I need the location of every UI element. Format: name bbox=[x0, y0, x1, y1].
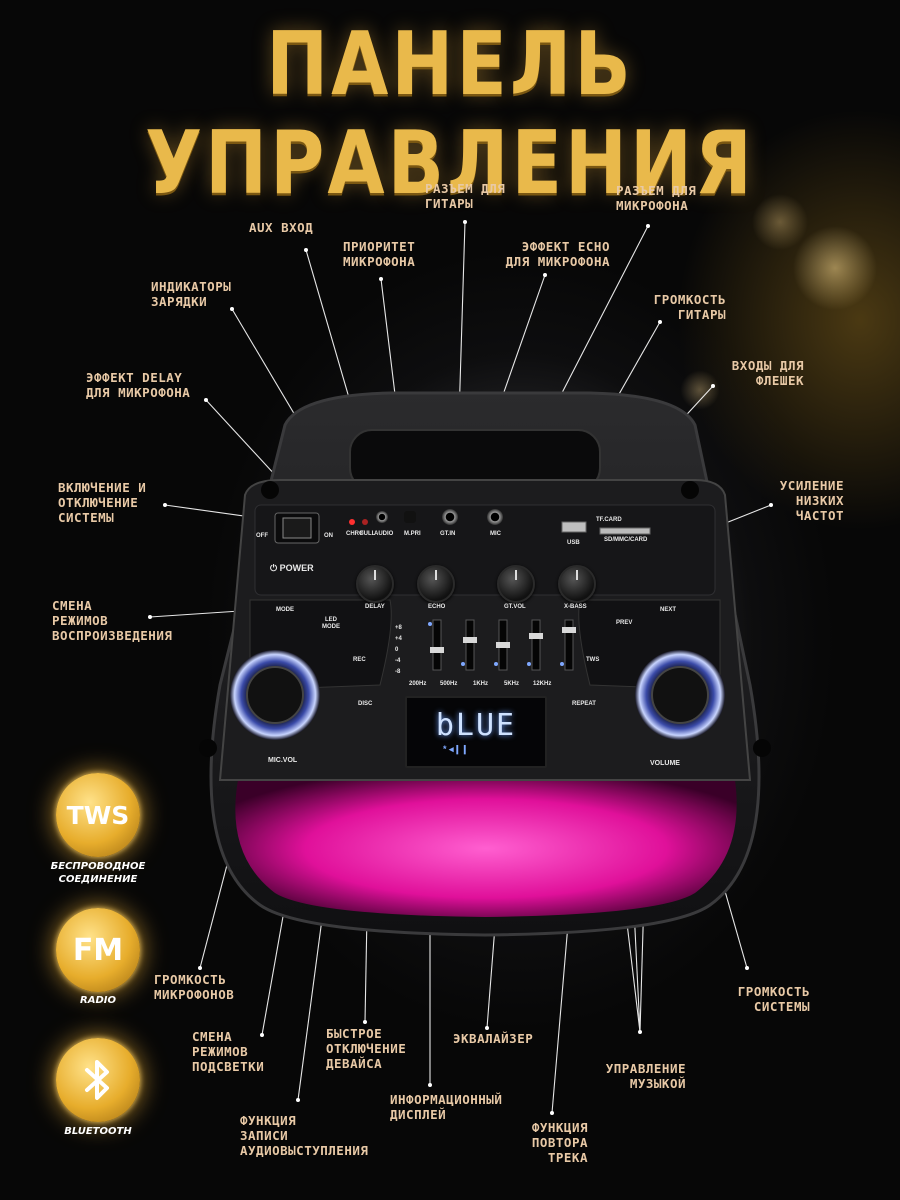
xbass-label: X-BASS bbox=[564, 604, 587, 610]
label-charge: ИНДИКАТОРЫ ЗАРЯДКИ bbox=[151, 279, 232, 309]
label-usb: ВХОДЫ ДЛЯ ФЛЕШЕК bbox=[731, 358, 804, 388]
label-delay: ЭФФЕКТ DELAY ДЛЯ МИКРОФОНА bbox=[86, 370, 191, 400]
audio-label: AUDIO bbox=[374, 531, 394, 537]
mpri-label: M.PRI bbox=[404, 531, 421, 537]
chrg-label: CHRG bbox=[346, 531, 364, 537]
tws-caption: БЕСПРОВОДНОЕ СОЕДИНЕНИЕ bbox=[50, 861, 146, 885]
eq-band-500: 500Hz bbox=[440, 681, 458, 687]
tws-badge: TWS bbox=[56, 773, 140, 857]
page-title: ПАНЕЛЬ УПРАВЛЕНИЯ bbox=[145, 13, 755, 215]
eq-band-1k: 1KHz bbox=[473, 681, 489, 687]
label-aux: AUX ВХОД bbox=[249, 220, 314, 235]
eq-scale-m4: -4 bbox=[395, 658, 401, 664]
eq-scale-m8: -8 bbox=[395, 669, 401, 675]
repeat-button[interactable]: REPEAT bbox=[572, 701, 596, 707]
bass-knob[interactable] bbox=[558, 565, 596, 603]
aux-jack[interactable] bbox=[376, 511, 388, 523]
eq-band-200: 200Hz bbox=[409, 681, 427, 687]
eq-scale-p8: +8 bbox=[395, 625, 402, 631]
mic-label: MIC bbox=[490, 531, 501, 537]
label-bass: УСИЛЕНИЕ НИЗКИХ ЧАСТОТ bbox=[779, 478, 844, 523]
tws-text: TWS bbox=[66, 800, 130, 830]
off-label: OFF bbox=[256, 533, 268, 539]
guitar-jack[interactable] bbox=[442, 509, 458, 525]
label-guitar-jack: РАЗЪЕМ ДЛЯ ГИТАРЫ bbox=[425, 181, 506, 211]
mode-button[interactable]: MODE bbox=[276, 607, 294, 613]
delay-knob[interactable] bbox=[356, 565, 394, 603]
rec-button[interactable]: REC bbox=[353, 657, 366, 663]
label-guitar-volume: ГРОМКОСТЬ ГИТАРЫ bbox=[653, 292, 726, 322]
echo-knob[interactable] bbox=[417, 565, 455, 603]
gtvol-label: GT.VOL bbox=[504, 604, 526, 610]
disc-button[interactable]: DISC bbox=[358, 701, 373, 707]
speaker-body bbox=[199, 391, 771, 937]
label-system-volume: ГРОМКОСТЬ СИСТЕМЫ bbox=[737, 984, 810, 1014]
eq-scale-p4: +4 bbox=[395, 636, 402, 642]
tws-button[interactable]: TWS bbox=[586, 657, 600, 663]
bluetooth-caption: BLUETOOTH bbox=[64, 1126, 132, 1137]
eq-band-5k: 5KHz bbox=[504, 681, 520, 687]
label-music-control: УПРАВЛЕНИЕ МУЗЫКОЙ bbox=[605, 1061, 686, 1091]
mic-priority-button[interactable] bbox=[404, 511, 416, 523]
micvol-label: MIC.VOL bbox=[268, 757, 298, 764]
on-label: ON bbox=[324, 533, 333, 539]
display-text: bLUE bbox=[435, 708, 517, 743]
full-label: FULL bbox=[360, 531, 376, 537]
label-equalizer: ЭКВАЛАЙЗЕР bbox=[453, 1031, 534, 1046]
label-mic-priority: ПРИОРИТЕТ МИКРОФОНА bbox=[343, 239, 416, 269]
power-icon: ⏻ bbox=[270, 563, 280, 573]
label-mic-jack: РАЗЪЕМ ДЛЯ МИКРОФОНА bbox=[616, 183, 697, 213]
next-button[interactable]: NEXT bbox=[660, 607, 677, 613]
mic-jack[interactable] bbox=[487, 509, 503, 525]
usb-label: USB bbox=[567, 540, 580, 546]
fm-text: FM bbox=[72, 932, 124, 968]
label-mic-volume: ГРОМКОСТЬ МИКРОФОНОВ bbox=[154, 972, 235, 1002]
guitar-volume-knob[interactable] bbox=[497, 565, 535, 603]
volume-label: VOLUME bbox=[650, 760, 680, 767]
label-quick-disconnect: БЫСТРОЕ ОТКЛЮЧЕНИЕ ДЕВАЙСА bbox=[326, 1026, 407, 1071]
label-light-modes: СМЕНА РЕЖИМОВ ПОДСВЕТКИ bbox=[192, 1029, 265, 1074]
label-info-display: ИНФОРМАЦИОННЫЙ ДИСПЛЕЙ bbox=[390, 1092, 503, 1122]
fm-badge: FM bbox=[56, 908, 140, 992]
display-glyphs: * ◂❙❙ bbox=[443, 744, 469, 754]
tfcard-label: TF.CARD bbox=[596, 517, 622, 523]
eq-band-12k: 12KHz bbox=[533, 681, 552, 687]
info-display: bLUE * ◂❙❙ bbox=[405, 696, 547, 768]
eq-scale-0: 0 bbox=[395, 647, 399, 653]
echo-label: ECHO bbox=[428, 604, 446, 610]
fm-caption: RADIO bbox=[80, 995, 116, 1006]
label-power: ВКЛЮЧЕНИЕ И ОТКЛЮЧЕНИЕ СИСТЕМЫ bbox=[58, 480, 147, 525]
power-text: POWER bbox=[279, 563, 314, 573]
prev-button[interactable]: PREV bbox=[616, 620, 633, 626]
label-mode: СМЕНА РЕЖИМОВ ВОСПРОИЗВЕДЕНИЯ bbox=[52, 598, 173, 643]
delay-label: DELAY bbox=[365, 604, 385, 610]
power-label: ⏻ POWER bbox=[270, 563, 314, 573]
label-record: ФУНКЦИЯ ЗАПИСИ АУДИОВЫСТУПЛЕНИЯ bbox=[240, 1113, 369, 1158]
bluetooth-badge bbox=[56, 1038, 140, 1122]
label-repeat: ФУНКЦИЯ ПОВТОРА ТРЕКА bbox=[531, 1120, 588, 1165]
label-echo: ЭФФЕКТ ECHO ДЛЯ МИКРОФОНА bbox=[505, 239, 610, 269]
sdcard-label: SD/MMC/CARD bbox=[604, 537, 648, 543]
bluetooth-icon bbox=[85, 1060, 109, 1100]
gtin-label: GT.IN bbox=[440, 531, 456, 537]
led-mode-button[interactable]: LED MODE bbox=[322, 617, 340, 630]
speaker-device: OFF ON ⏻ POWER CHRG FULL AUDIO M.PRI GT.… bbox=[190, 385, 780, 945]
